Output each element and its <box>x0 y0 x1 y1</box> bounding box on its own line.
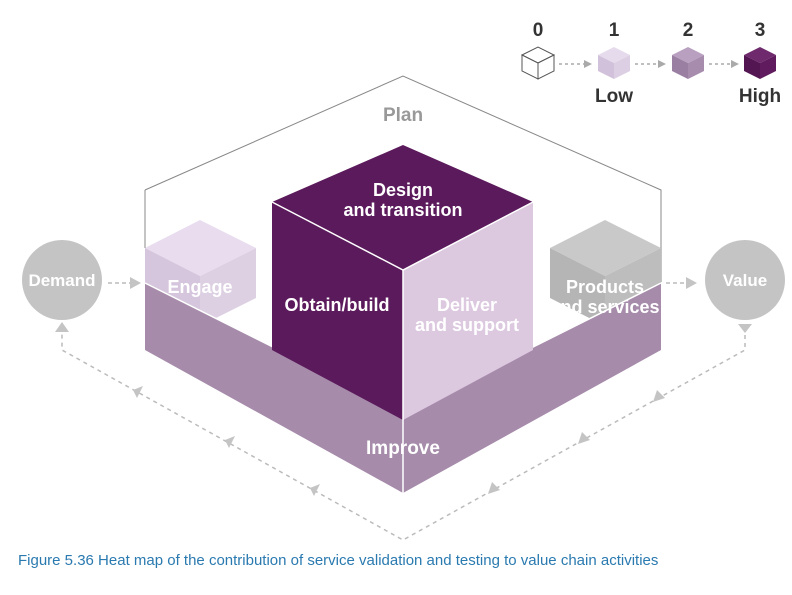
legend-arrow-1-head <box>584 60 592 68</box>
legend-level-0: 0 <box>533 20 544 41</box>
design-label-line1: Design <box>373 180 433 200</box>
demand-circle <box>22 240 102 320</box>
deliver-label-line2: and support <box>415 315 519 335</box>
deliver-support-face <box>403 202 533 420</box>
obtain-label: Obtain/build <box>285 295 390 315</box>
feedback-loop <box>61 330 746 541</box>
legend-cube-3 <box>744 47 776 79</box>
design-label-line2: and transition <box>343 200 462 220</box>
plan-outline <box>144 75 662 282</box>
value-circle <box>705 240 785 320</box>
legend-low-label: Low <box>595 86 633 107</box>
legend-arrow-3-head <box>731 60 739 68</box>
obtain-build-face <box>272 202 403 420</box>
legend-cube-1 <box>598 47 630 79</box>
demand-arrow-head <box>130 277 141 289</box>
loop-arrow-r3 <box>653 390 665 402</box>
legend-cube-2 <box>672 47 704 79</box>
loop-arrow-demand <box>55 322 69 332</box>
engage-label: Engage <box>167 277 232 297</box>
design-transition-face <box>272 145 533 270</box>
loop-arrow-l2 <box>225 436 235 448</box>
legend: 0 1 2 3 <box>520 20 781 107</box>
legend-cube-0 <box>520 46 556 80</box>
products-label-line1: Products <box>566 277 644 297</box>
figure-caption: Figure 5.36 Heat map of the contribution… <box>18 552 659 569</box>
legend-level-2: 2 <box>683 20 694 41</box>
central-cube <box>271 145 534 420</box>
deliver-label-line1: Deliver <box>437 295 497 315</box>
demand-label: Demand <box>28 271 95 290</box>
loop-arrow-value <box>738 324 752 333</box>
value-label: Value <box>723 271 767 290</box>
value-arrow-head <box>686 277 697 289</box>
plan-label: Plan <box>383 105 423 126</box>
products-label-line2: and services <box>550 297 659 317</box>
legend-level-3: 3 <box>755 20 766 41</box>
legend-high-label: High <box>739 86 781 107</box>
legend-arrow-2-head <box>658 60 666 68</box>
loop-arrow-l1 <box>133 386 143 398</box>
loop-arrow-r2 <box>488 482 500 494</box>
loop-arrow-l3 <box>310 484 320 496</box>
improve-label: Improve <box>366 438 440 459</box>
legend-level-1: 1 <box>609 20 620 41</box>
loop-arrow-r1 <box>578 432 590 444</box>
